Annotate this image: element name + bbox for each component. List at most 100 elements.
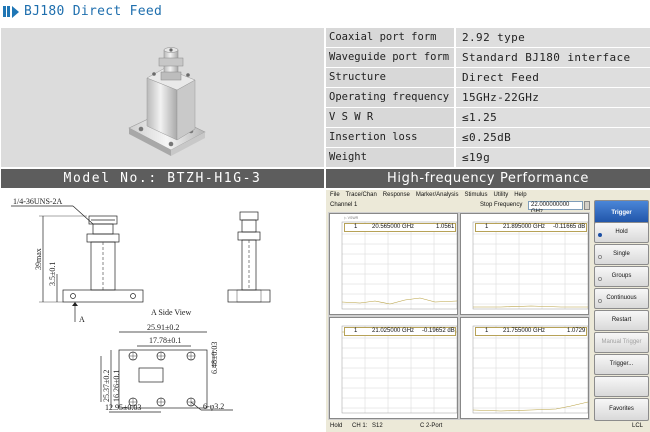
softkey-empty[interactable] (594, 376, 649, 397)
menu-trace-chan[interactable]: Trace/Chan (345, 192, 377, 198)
softkey-label: Continuous (606, 295, 637, 301)
radio-icon (598, 255, 602, 259)
marker-frequency: 21.755000 GHz (503, 328, 546, 334)
status-cal: C 2-Port (420, 423, 443, 429)
spec-value: ≤0.25dB (456, 128, 650, 147)
radio-icon (598, 277, 602, 281)
status-hold: Hold (330, 423, 343, 429)
spec-value: 15GHz-22GHz (456, 88, 650, 107)
marker-frequency: 20.565000 GHz (372, 224, 415, 230)
spec-row: V S W R ≤1.25 (326, 108, 650, 128)
softkey-favorites[interactable]: Favorites (594, 398, 649, 421)
vna-status-bar: Hold CH 1: S12 C 2-Port LCL (326, 421, 650, 432)
stop-frequency-spinner[interactable] (584, 201, 590, 210)
product-photo (1, 28, 324, 167)
marker-value: -0.19652 dB (422, 328, 455, 334)
spec-key: V S W R (326, 108, 454, 127)
plot-pane-loss-2[interactable]: 1 21.025000 GHz -0.19652 dB (329, 317, 458, 419)
softkey-manual-trigger[interactable]: Manual Trigger (594, 332, 649, 353)
vna-menubar: File Trace/Chan Response Marker/Analysis… (326, 190, 650, 200)
softkey-trigger-dialog[interactable]: Trigger... (594, 354, 649, 375)
spec-row: Coaxial port form 2.92 type (326, 28, 650, 48)
marker-index: 1 (354, 224, 358, 230)
marker-value: -0.11665 dB (553, 224, 586, 230)
spec-key: Insertion loss (326, 128, 454, 147)
softkey-restart[interactable]: Restart (594, 310, 649, 331)
section-arrow-icon (3, 5, 19, 18)
dim-12-95: 12.95±0.03 (105, 403, 141, 412)
softkey-hold[interactable]: Hold (594, 222, 649, 243)
performance-bar: High-frequency Performance (326, 169, 650, 188)
marker-frequency: 21.895000 GHz (503, 224, 546, 230)
marker-readout (344, 327, 456, 336)
marker-frequency: 21.025000 GHz (372, 328, 415, 334)
pane-grid (472, 221, 588, 310)
spec-value: ≤1.25 (456, 108, 650, 127)
marker-value: 1.0729 (567, 328, 586, 334)
status-lcl: LCL (632, 423, 644, 429)
dim-25-37: 25.37±0.2 (102, 370, 111, 402)
plot-pane-vswr-2[interactable]: 1 21.755000 GHz 1.0729 (460, 317, 589, 419)
menu-response[interactable]: Response (382, 192, 410, 198)
pane-grid (472, 325, 588, 414)
softkey-trigger[interactable]: Trigger (594, 200, 649, 226)
menu-help[interactable]: Help (514, 192, 527, 198)
radio-selected-icon (598, 233, 602, 237)
vna-window: File Trace/Chan Response Marker/Analysis… (326, 190, 650, 432)
softkey-label: Groups (611, 273, 632, 279)
spec-row: Waveguide port form Standard BJ180 inter… (326, 48, 650, 68)
status-channel: CH 1: (352, 423, 368, 429)
menu-marker-analysis[interactable]: Marker/Analysis (415, 192, 459, 198)
marker-index: 1 (485, 224, 489, 230)
softkey-groups[interactable]: Groups (594, 266, 649, 287)
spec-row: Insertion loss ≤0.25dB (326, 128, 650, 148)
page-header: BJ180 Direct Feed (0, 0, 650, 24)
spec-row: Weight ≤19g (326, 148, 650, 168)
spec-row: Operating frequency band 15GHz-22GHz (326, 88, 650, 108)
marker-readout (475, 327, 587, 336)
spec-value: Standard BJ180 interface (456, 48, 650, 67)
dim-3-5: 3.5±0.1 (48, 262, 57, 286)
spec-table: Coaxial port form 2.92 type Waveguide po… (326, 28, 650, 167)
dim-25-91: 25.91±0.2 (147, 323, 179, 332)
marker-readout (344, 223, 456, 232)
pane-grid (341, 221, 457, 310)
marker-value: 1.0561 (436, 224, 455, 230)
stop-frequency-label: Stop Frequency (480, 202, 523, 208)
marker-index: 1 (485, 328, 489, 334)
hole-callout: 6-φ3.2 (203, 402, 224, 411)
softkey-label: Single (613, 251, 630, 257)
spec-row: Structure Direct Feed (326, 68, 650, 88)
spec-value: 2.92 type (456, 28, 650, 47)
plot-pane-loss-1[interactable]: 1 21.895000 GHz -0.11665 dB (460, 213, 589, 315)
softkey-single[interactable]: Single (594, 244, 649, 265)
radio-icon (598, 299, 602, 303)
vna-plot-grid: ▷ VSWR 1 20.565000 GHz 1.0561 1 21.89500… (328, 212, 590, 420)
page-title: BJ180 Direct Feed (24, 4, 163, 19)
stop-frequency-input[interactable]: 22.000000000 GHz (528, 201, 583, 215)
marker-readout (475, 223, 587, 232)
spec-key: Waveguide port form (326, 48, 454, 67)
menu-stimulus[interactable]: Stimulus (464, 192, 488, 198)
plot-pane-vswr-1[interactable]: ▷ VSWR 1 20.565000 GHz 1.0561 (329, 213, 458, 315)
waveguide-adapter-image (128, 47, 206, 156)
softkey-label: Hold (615, 229, 628, 235)
spec-key: Coaxial port form (326, 28, 454, 47)
spec-key: Operating frequency band (326, 88, 454, 107)
dim-39max: 39max (34, 248, 43, 270)
softkey-panel: Trigger Hold Single Groups Continuous Re… (594, 200, 649, 421)
spec-key: Weight (326, 148, 454, 167)
status-parameter: S12 (372, 423, 383, 429)
dim-17-78: 17.78±0.1 (149, 336, 181, 345)
channel-label: Channel 1 (330, 202, 358, 208)
side-view-label: A Side View (151, 308, 191, 317)
menu-utility[interactable]: Utility (493, 192, 509, 198)
arrow-a-label: A (79, 315, 85, 324)
channel-bar: Channel 1 Stop Frequency 22.000000000 GH… (328, 200, 590, 215)
menu-file[interactable]: File (330, 192, 340, 198)
spec-value: Direct Feed (456, 68, 650, 87)
marker-index: 1 (354, 328, 358, 334)
dim-6-48: 6.48±0.03 (210, 342, 219, 374)
softkey-continuous[interactable]: Continuous (594, 288, 649, 309)
pane-grid (341, 325, 457, 414)
